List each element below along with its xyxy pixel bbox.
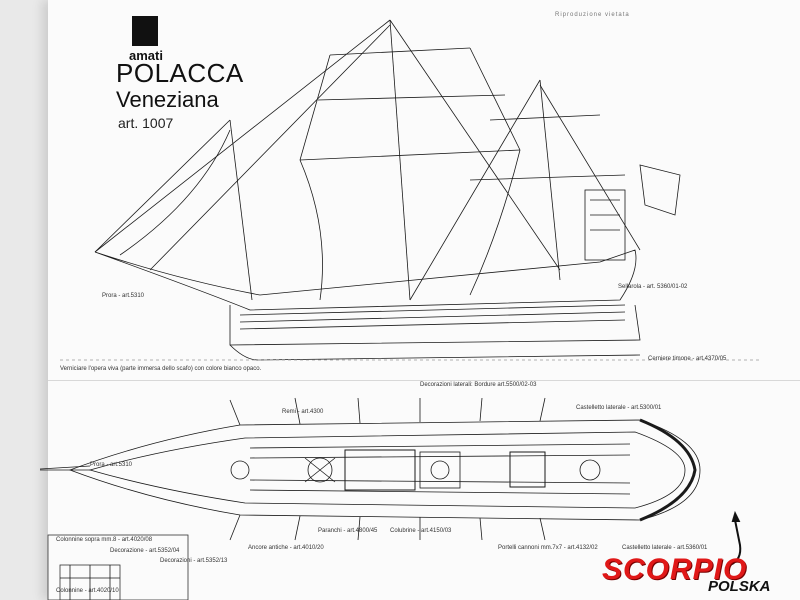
fore-mast — [229, 119, 253, 301]
label-colubrine: Colubrine - art.4150/03 — [390, 528, 452, 534]
main-mast — [389, 19, 411, 301]
mizzen-mast — [539, 79, 561, 281]
watermark-sub: POLSKA — [708, 578, 771, 595]
reproduction-note: Riproduzione vietata — [555, 12, 630, 18]
page-title: POLACCA — [116, 58, 244, 88]
label-paranchi: Paranchi - art.4800/45 — [318, 528, 378, 534]
label-sellarola: Sellarola - art. 5360/01-02 — [618, 284, 688, 290]
label-colonnine2: Colonnine - art.4020/10 — [56, 588, 119, 594]
amati-logo-icon — [132, 16, 158, 46]
page-subtitle: Veneziana — [116, 87, 219, 112]
deck-outline — [68, 419, 701, 521]
label-cerniere: Cerniere timone - art.4370/05 — [648, 356, 727, 362]
label-colonnine: Colonnine sopra mm.8 - art.4020/08 — [56, 537, 153, 543]
label-remi: Remi - art.4300 — [282, 409, 324, 415]
label-portelli: Portelli cannoni mm.7x7 - art.4132/02 — [498, 545, 598, 551]
label-decorazioni: Decorazioni laterali: Bordure art.5500/0… — [420, 382, 537, 388]
watermark-brand: SCORPIO — [602, 553, 748, 586]
hull-profile — [94, 249, 637, 311]
label-castello: Castelletto laterale - art.5300/01 — [576, 405, 662, 411]
label-prora-deck: Prora - art.5310 — [90, 462, 133, 468]
brand-name: amati — [129, 48, 163, 63]
label-prora-top: Prora - art.5310 — [102, 293, 145, 299]
label-decorazioni2: Decorazioni - art.5352/13 — [160, 558, 228, 564]
article-number: art. 1007 — [118, 115, 174, 131]
label-decorazione: Decorazione - art.5352/04 — [110, 548, 180, 554]
label-castelletto2: Castelletto laterale - art.5360/01 — [622, 545, 708, 551]
fold-line — [48, 380, 800, 381]
label-ancore: Ancore antiche - art.4010/20 — [248, 545, 324, 551]
label-verniciare: Verniciare l'opera viva (parte immersa d… — [60, 366, 262, 372]
